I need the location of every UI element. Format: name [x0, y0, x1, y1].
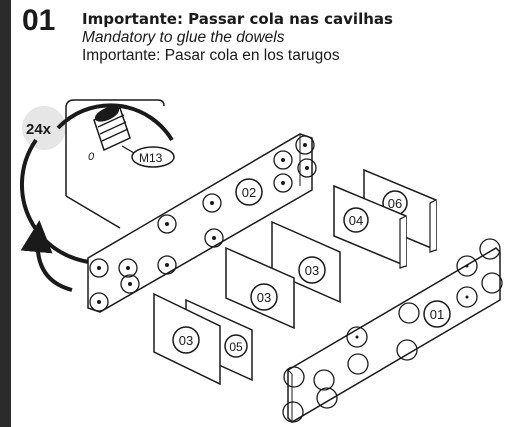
- panel-label-01: 01: [430, 307, 444, 322]
- quantity-badge: [22, 106, 66, 150]
- panel-03-rear: 03: [271, 220, 341, 304]
- panel-03-middle: 03: [225, 246, 295, 330]
- panel-label-04: 04: [349, 213, 363, 228]
- panel-01: 01: [282, 238, 503, 423]
- dowel-detail: 24x 0 M13: [20, 99, 175, 265]
- panel-label-06: 06: [388, 196, 402, 211]
- panel-label-02: 02: [242, 185, 256, 200]
- panel-04: 04: [333, 184, 407, 269]
- panel-02: 02: [87, 133, 317, 313]
- page-edge-bar: [0, 0, 11, 427]
- panel-label-03-rear: 03: [305, 263, 319, 278]
- panel-label-05: 05: [229, 340, 243, 354]
- flip-arrow-icon: [20, 220, 73, 292]
- instruction-english: Mandatory to glue the dowels: [82, 29, 285, 46]
- panel-mark: 0: [88, 151, 95, 163]
- part-code-label: M13: [139, 151, 163, 165]
- panel-label-03-front: 03: [179, 333, 193, 348]
- step-number: 01: [22, 4, 56, 37]
- part-code-oval: [131, 146, 175, 168]
- panel-label-03-middle: 03: [257, 290, 271, 305]
- dowel-icon: [93, 106, 131, 152]
- quantity-label: 24x: [26, 121, 52, 138]
- panel-03-front: 03: [153, 292, 221, 386]
- instruction-portuguese: Importante: Passar cola nas cavilhas: [82, 10, 393, 28]
- instruction-spanish: Importante: Pasar cola en los tarugos: [82, 47, 340, 64]
